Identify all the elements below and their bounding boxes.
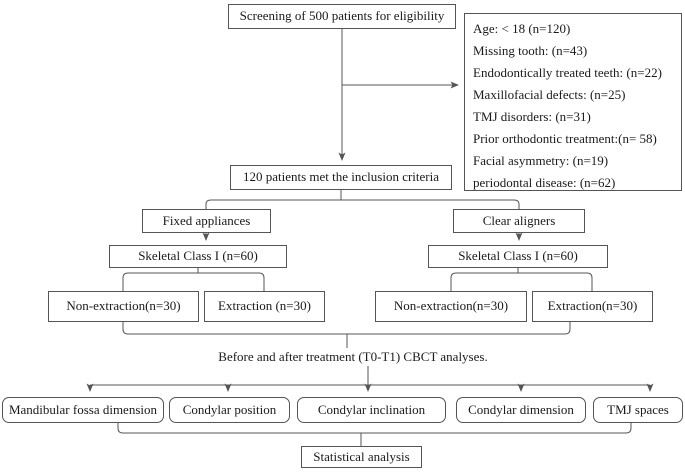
- statistical-analysis-box: Statistical analysis: [301, 446, 422, 468]
- exclusion-item: Facial asymmetry: (n=19): [473, 153, 609, 168]
- inclusion-box: 120 patients met the inclusion criteria: [230, 165, 452, 190]
- exclusion-item: Missing tooth: (n=43): [473, 43, 588, 58]
- exclusion-item: TMJ disorders: (n=31): [473, 109, 591, 124]
- outcome-mandibular-fossa-dimension-box: Mandibular fossa dimension: [2, 397, 164, 423]
- non-extraction-left-box: Non-extraction(n=30): [48, 291, 199, 322]
- exclusion-item: Maxillofacial defects: (n=25): [473, 87, 626, 102]
- clear-aligners-box: Clear aligners: [453, 209, 585, 233]
- exclusion-item: Endodontically treated teeth: (n=22): [473, 65, 662, 80]
- exclusion-item: periodontal disease: (n=62): [473, 175, 616, 190]
- fixed-appliances-box: Fixed appliances: [142, 209, 271, 233]
- extraction-left-box: Extraction (n=30): [204, 291, 325, 322]
- exclusion-criteria-panel: Age: < 18 (n=120) Missing tooth: (n=43) …: [464, 13, 682, 191]
- outcome-condylar-position-box: Condylar position: [169, 397, 290, 423]
- outcome-condylar-inclination-box: Condylar inclination: [297, 397, 446, 423]
- non-extraction-right-box: Non-extraction(n=30): [375, 291, 527, 322]
- cbct-analyses-label: Before and after treatment (T0-T1) CBCT …: [218, 349, 488, 364]
- outcome-tmj-spaces-box: TMJ spaces: [593, 397, 683, 423]
- outcome-condylar-dimension-box: Condylar dimension: [456, 397, 586, 423]
- exclusion-item: Age: < 18 (n=120): [473, 21, 571, 36]
- exclusion-item: Prior orthodontic treatment:(n= 58): [473, 131, 657, 146]
- skeletal-class-left-box: Skeletal Class I (n=60): [109, 245, 287, 268]
- screening-box: Screening of 500 patients for eligibilit…: [228, 4, 456, 29]
- extraction-right-box: Extraction(n=30): [532, 291, 653, 322]
- skeletal-class-right-box: Skeletal Class I (n=60): [428, 245, 608, 268]
